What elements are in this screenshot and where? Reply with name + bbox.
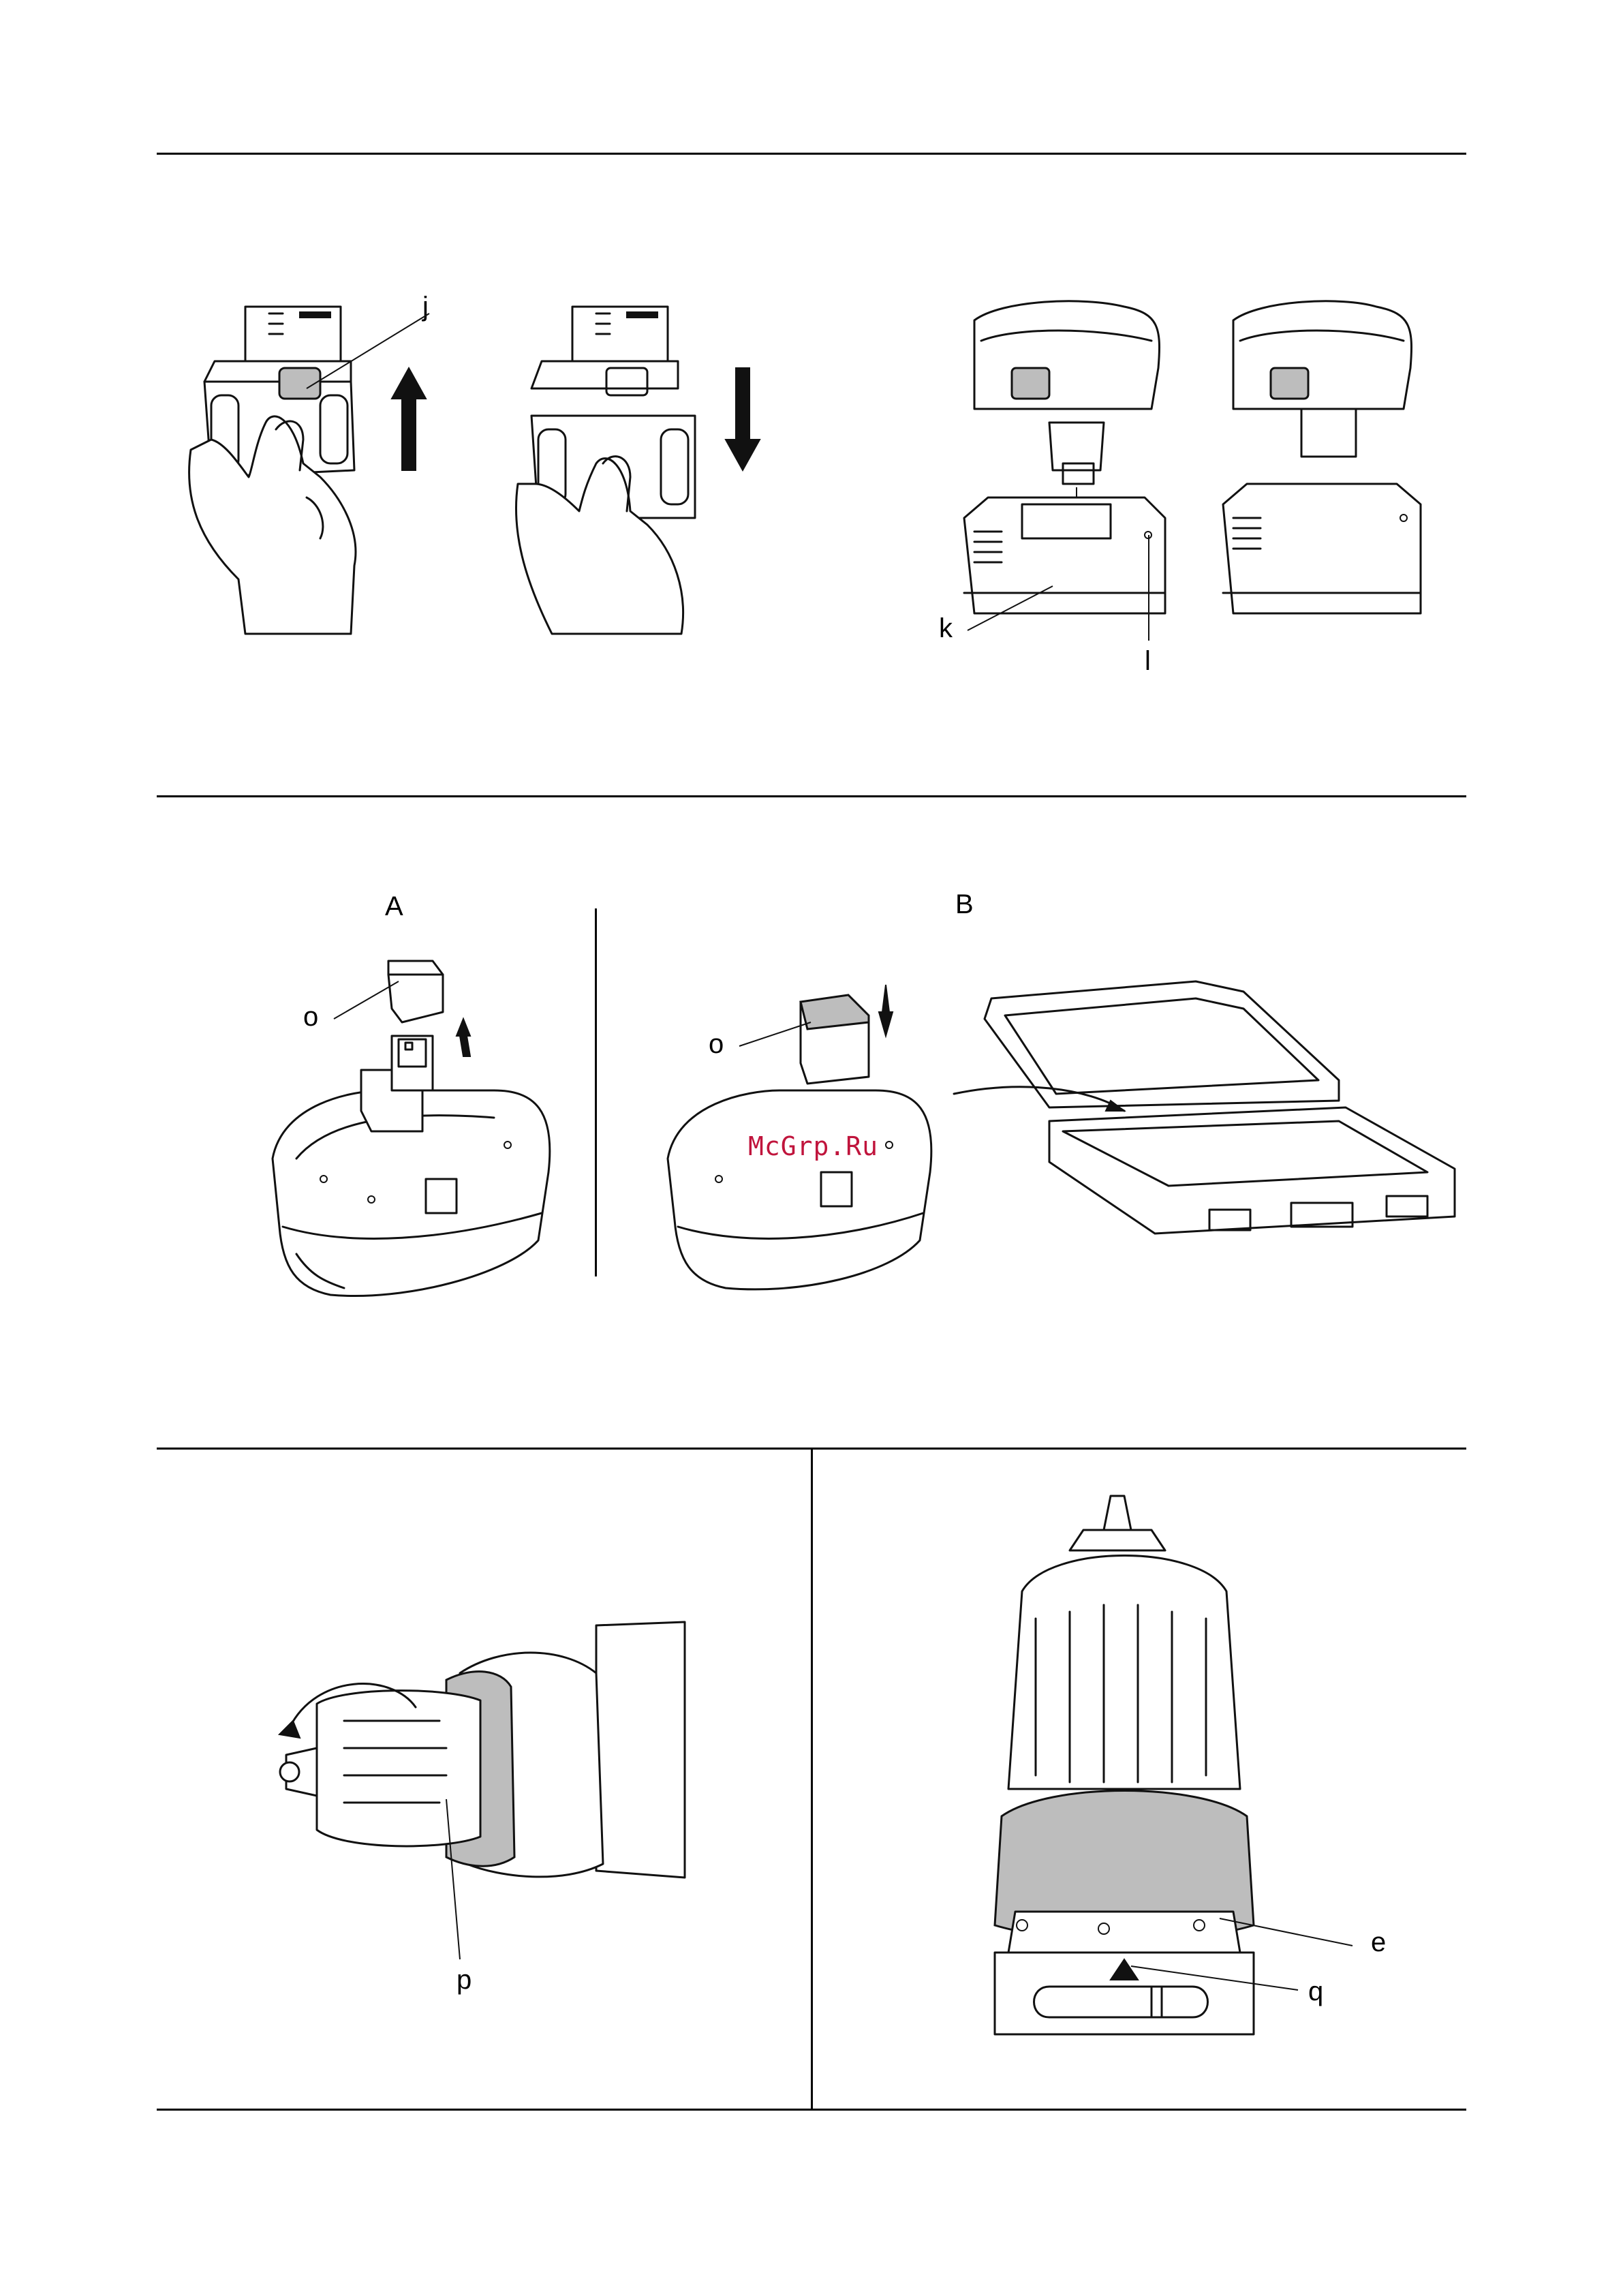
- callout-e: e: [1371, 1929, 1386, 1956]
- arrow-down-icon: [726, 368, 760, 470]
- callout-q: q: [1308, 1978, 1323, 2005]
- panel-label-b: B: [955, 891, 974, 918]
- section-divider-bottom: [157, 2109, 1466, 2111]
- figure-chuck-rotate: [276, 1605, 685, 1891]
- section-divider-top: [157, 153, 1466, 155]
- leader-line-p: [443, 1799, 470, 1963]
- figure-storage-case: [950, 978, 1468, 1251]
- watermark: McGrp.Ru: [748, 1131, 878, 1161]
- leader-line-j: [300, 313, 436, 395]
- panel-label-a: A: [385, 893, 403, 920]
- callout-l: l: [1145, 647, 1151, 675]
- panel-divider-ab: [595, 908, 597, 1276]
- leader-line-l: [1143, 535, 1157, 644]
- leader-line-q: [1131, 1966, 1301, 1993]
- callout-o-left: o: [303, 1003, 318, 1030]
- callout-p: p: [457, 1966, 472, 1993]
- panel-divider-bottom: [811, 1448, 813, 2109]
- callout-o-right: o: [709, 1030, 724, 1058]
- leader-line-e: [1220, 1918, 1356, 1953]
- callout-k: k: [939, 615, 953, 642]
- section-divider-middle: [157, 795, 1466, 797]
- figure-battery-insert: [511, 293, 729, 634]
- leader-line-o-left: [334, 981, 402, 1022]
- leader-line-o-right: [739, 1022, 814, 1050]
- leader-line-k: [968, 586, 1056, 634]
